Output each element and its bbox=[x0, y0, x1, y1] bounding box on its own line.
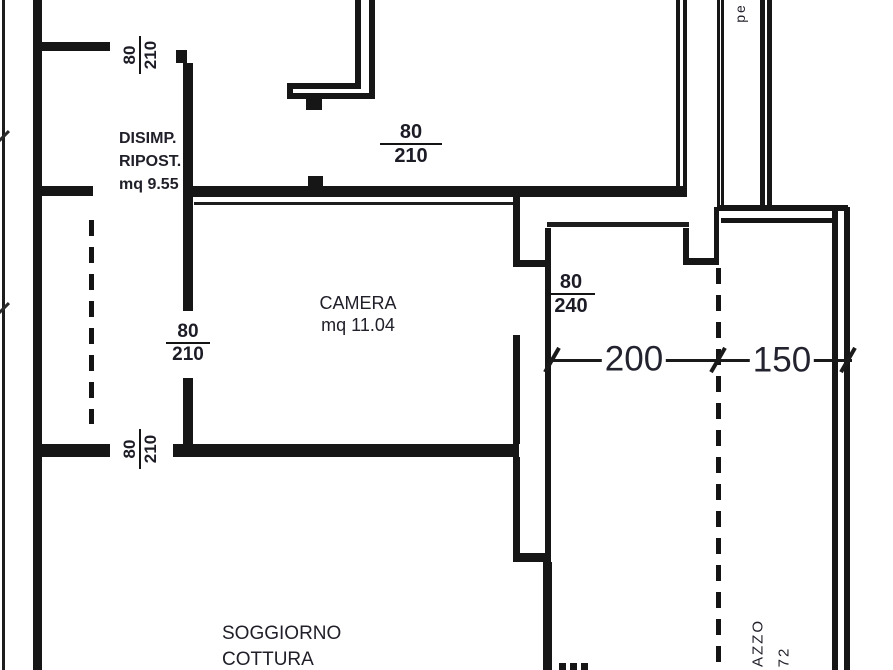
room-label-soggiorno-cottura: SOGGIORNO COTTURA bbox=[222, 621, 341, 670]
wall-segment bbox=[559, 663, 566, 670]
wall-segment bbox=[33, 186, 93, 196]
wall-segment bbox=[355, 0, 361, 89]
door-height-value: 210 bbox=[394, 145, 428, 167]
wall-line bbox=[194, 202, 513, 205]
wall-segment bbox=[717, 0, 720, 207]
wall-segment bbox=[683, 228, 689, 265]
wall-segment bbox=[676, 0, 680, 186]
wall-segment bbox=[306, 99, 322, 110]
wall-line bbox=[2, 0, 5, 670]
room-label-line: RIPOST. bbox=[119, 153, 182, 170]
wall-segment bbox=[183, 378, 193, 444]
fraction-bar bbox=[380, 143, 442, 145]
room-label-line: COTTURA bbox=[222, 649, 314, 670]
wall-segment bbox=[287, 93, 375, 99]
wall-segment bbox=[33, 0, 42, 670]
dimension-200: 200 bbox=[601, 341, 667, 377]
wall-segment bbox=[369, 0, 375, 93]
door-width-value: 80 bbox=[120, 439, 139, 459]
wall-segment bbox=[287, 83, 361, 89]
wall-segment bbox=[173, 444, 519, 457]
door-height-value: 210 bbox=[141, 434, 160, 464]
wall-segment bbox=[287, 83, 293, 99]
wall-segment bbox=[832, 207, 838, 670]
wall-segment bbox=[721, 218, 833, 223]
wall-segment bbox=[760, 0, 765, 210]
door-width-value: 80 bbox=[559, 271, 583, 293]
wall-segment bbox=[545, 228, 551, 670]
wall-segment bbox=[33, 42, 110, 51]
wall-segment bbox=[683, 258, 719, 265]
wall-segment bbox=[308, 176, 323, 186]
wall-segment bbox=[543, 562, 552, 670]
door-width-value: 80 bbox=[177, 321, 199, 342]
door-height-value: 210 bbox=[172, 344, 204, 365]
wall-segment bbox=[570, 663, 577, 670]
wardrobe-dashed-line bbox=[89, 220, 94, 424]
wall-segment bbox=[717, 205, 848, 211]
room-label-disimpegno-ripostiglio: DISIMP. RIPOST. mq 9.55 bbox=[119, 127, 181, 196]
clipped-label-pe: pe bbox=[732, 3, 748, 23]
door-height-value: 240 bbox=[554, 295, 588, 317]
room-label-line: SOGGIORNO bbox=[222, 623, 342, 644]
wall-segment bbox=[683, 0, 687, 186]
terrazzo-area-label-clipped: 72 bbox=[775, 646, 793, 668]
dimension-150: 150 bbox=[749, 342, 815, 378]
wall-segment bbox=[844, 207, 850, 670]
wall-segment bbox=[714, 207, 719, 265]
wall-segment bbox=[513, 260, 551, 267]
room-label-line: mq 9.55 bbox=[119, 176, 179, 193]
wall-segment bbox=[513, 197, 520, 263]
wall-segment bbox=[513, 335, 520, 444]
dimension-line bbox=[549, 359, 852, 362]
room-label-line: CAMERA bbox=[319, 293, 397, 313]
wall-segment bbox=[513, 553, 551, 562]
wall-segment bbox=[767, 0, 772, 210]
wall-segment bbox=[176, 50, 187, 63]
fraction-bar bbox=[166, 342, 210, 344]
wall-segment bbox=[183, 186, 687, 197]
room-label-line: mq 11.04 bbox=[321, 315, 395, 335]
terrace-division-dashed-line bbox=[716, 268, 721, 670]
wall-segment bbox=[721, 0, 724, 207]
wall-segment bbox=[513, 457, 520, 554]
terrazzo-label-clipped: AZZO bbox=[749, 619, 767, 667]
wall-segment bbox=[581, 663, 588, 670]
door-height-value: 210 bbox=[141, 40, 160, 70]
fraction-bar bbox=[547, 293, 595, 295]
wall-line bbox=[547, 222, 689, 227]
door-width-value: 80 bbox=[120, 45, 139, 65]
room-label-line: DISIMP. bbox=[119, 130, 177, 147]
door-width-value: 80 bbox=[399, 121, 423, 143]
wall-segment bbox=[33, 444, 110, 457]
